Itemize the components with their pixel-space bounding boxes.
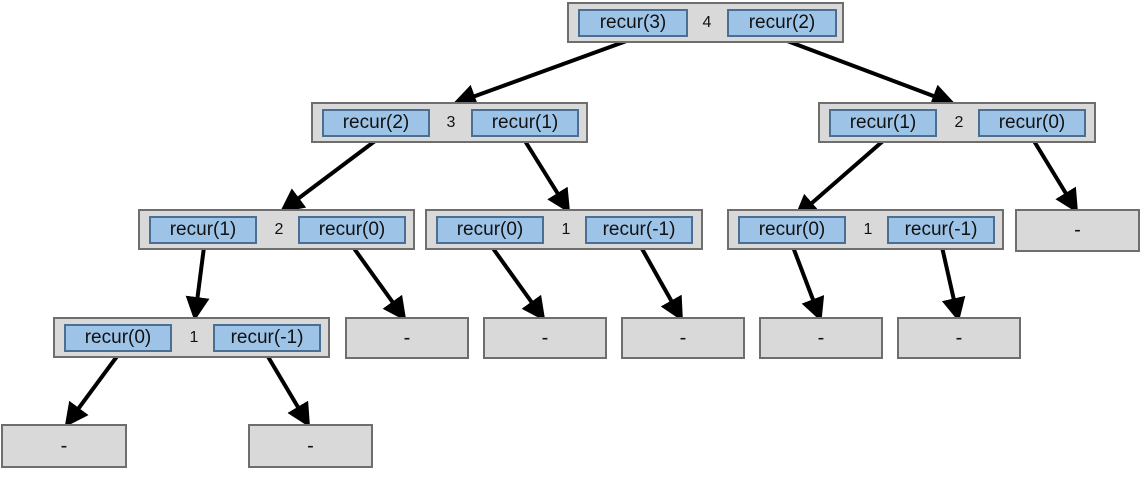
edge-1-to-leaf-e <box>64 353 120 428</box>
edge-3-to-1 <box>523 139 571 214</box>
edge-1-to-leaf-a <box>490 245 546 322</box>
node-value: 1 <box>561 221 571 238</box>
node-value: 1 <box>189 329 199 346</box>
leaf-node: - <box>1015 209 1140 252</box>
call-left: recur(3) <box>578 9 688 37</box>
call-left: recur(1) <box>829 109 937 137</box>
node-value: 3 <box>446 114 456 131</box>
node-recur-3: recur(2) 3 recur(1) <box>311 102 588 143</box>
edge-4-to-3 <box>452 37 633 108</box>
call-right: recur(1) <box>471 109 579 137</box>
node-recur-1-mid: recur(0) 1 recur(-1) <box>425 209 703 250</box>
edge-1-to-leaf-d <box>940 246 966 322</box>
edge-3-to-2 <box>279 139 377 213</box>
node-value: 2 <box>274 221 284 238</box>
leaf-node: - <box>759 317 883 359</box>
node-value: 1 <box>863 221 873 238</box>
edge-1-to-leaf-c <box>791 246 825 322</box>
edge-2-to-1-left <box>185 246 210 321</box>
call-right: recur(2) <box>727 9 837 37</box>
edge-1-to-leaf-b <box>639 246 683 322</box>
node-recur-2-right: recur(1) 2 recur(0) <box>818 102 1096 143</box>
call-right: recur(-1) <box>585 216 693 244</box>
leaf-node: - <box>1 424 127 468</box>
node-recur-2-left: recur(1) 2 recur(0) <box>138 209 415 250</box>
edge-2-to-leaf <box>1032 139 1079 214</box>
call-right: recur(0) <box>298 216 406 244</box>
leaf-node: - <box>621 317 745 359</box>
node-value: 2 <box>954 114 964 131</box>
call-right: recur(-1) <box>887 216 995 244</box>
call-right: recur(0) <box>978 109 1086 137</box>
edge-1-to-leaf-f <box>265 353 311 428</box>
call-right: recur(-1) <box>213 324 321 352</box>
node-recur-1-right: recur(0) 1 recur(-1) <box>727 209 1004 250</box>
edge-2-to-1 <box>793 139 885 219</box>
leaf-node: - <box>248 424 373 468</box>
call-left: recur(0) <box>64 324 172 352</box>
leaf-node: - <box>345 317 469 359</box>
call-left: recur(0) <box>738 216 846 244</box>
node-value: 4 <box>702 14 712 31</box>
leaf-node: - <box>483 317 607 359</box>
edge-2-to-leaf-right <box>351 245 407 322</box>
leaf-node: - <box>897 317 1021 359</box>
call-left: recur(2) <box>322 109 430 137</box>
call-left: recur(1) <box>149 216 257 244</box>
edge-4-to-2 <box>781 37 956 108</box>
call-left: recur(0) <box>436 216 544 244</box>
node-recur-4: recur(3) 4 recur(2) <box>567 2 844 43</box>
node-recur-1-left: recur(0) 1 recur(-1) <box>53 317 330 358</box>
